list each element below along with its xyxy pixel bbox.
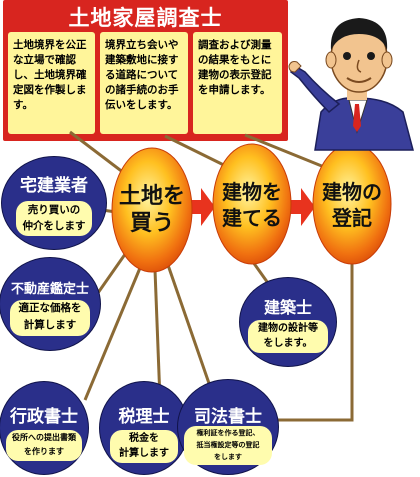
step-label-line: 建物の bbox=[322, 180, 382, 204]
node-desc: 建物の設計等 をします。 bbox=[248, 320, 328, 353]
node-desc: 権利証を作る登記、 抵当権設定等の登記 をします bbox=[184, 426, 272, 465]
diagram-title: 土地家屋調査士 bbox=[68, 6, 223, 30]
connector-line bbox=[153, 269, 162, 401]
step-label-2: 建物を建てる bbox=[213, 173, 291, 237]
node-desc: 売り買いの 仲介をします bbox=[16, 201, 92, 236]
node-title: 行政書士 bbox=[10, 407, 78, 427]
step-label-line: 建てる bbox=[222, 206, 282, 230]
node-desc: 役所への提出書類 を作ります bbox=[6, 430, 82, 461]
node-desc: 税金を 計算します bbox=[110, 430, 178, 463]
node-title: 建築士 bbox=[263, 298, 312, 317]
connector-line bbox=[91, 249, 130, 301]
node-title: 宅建業者 bbox=[20, 176, 88, 196]
node-title: 司法書士 bbox=[194, 407, 262, 427]
header-panel: 土地家屋調査士 土地境界を公正な立場で確認し、土地境界確定図を作製します。 境界… bbox=[3, 0, 288, 141]
node-desc-line: 仲介をします bbox=[22, 220, 86, 232]
step-label-3: 建物の登記 bbox=[313, 173, 391, 237]
node-zeirishi: 税理士 税金を 計算します bbox=[100, 382, 188, 474]
node-desc-line: を作ります bbox=[24, 447, 64, 456]
node-title: 税理士 bbox=[118, 407, 170, 427]
connector-line bbox=[83, 267, 142, 401]
step-label-1: 土地を買う bbox=[112, 178, 192, 242]
node-desc-line: 売り買いの bbox=[27, 204, 81, 216]
node-desc-line: 計算します bbox=[119, 448, 169, 459]
node-desc-line: 適正な価格を bbox=[18, 302, 82, 314]
connector-line bbox=[270, 262, 354, 422]
node-desc-line: 権利証を作る登記、 bbox=[196, 429, 260, 437]
node-shiho: 司法書士 権利証を作る登記、 抵当権設定等の登記 をします bbox=[178, 380, 278, 474]
node-title: 不動産鑑定士 bbox=[10, 282, 89, 297]
step-oval-buy-land bbox=[111, 147, 193, 273]
info-box-1: 土地境界を公正な立場で確認し、土地境界確定図を作製します。 bbox=[8, 32, 95, 134]
surveyor-mascot-icon bbox=[288, 18, 414, 151]
node-desc-line: 計算します bbox=[23, 319, 77, 331]
node-appraiser: 不動産鑑定士 適正な価格を 計算します bbox=[0, 258, 100, 350]
info-box-2: 境界立ち会いや建築敷地に接する道路についての諸手続のお手伝いをします。 bbox=[100, 32, 188, 134]
step-label-line: 登記 bbox=[332, 206, 372, 230]
node-desc-line: 役所への提出書類 bbox=[12, 433, 76, 442]
node-desc-line: 建物の設計等 bbox=[258, 323, 318, 334]
node-desc-line: 税金を bbox=[129, 433, 159, 444]
connector-line bbox=[166, 264, 214, 393]
node-desc: 適正な価格を 計算します bbox=[10, 300, 90, 336]
step-oval-build bbox=[212, 143, 292, 265]
node-desc-line: をします bbox=[214, 453, 242, 461]
arrow-right-icon bbox=[285, 188, 315, 226]
node-desc-line: をします。 bbox=[263, 338, 313, 349]
node-desc-line: 抵当権設定等の登記 bbox=[196, 441, 260, 449]
step-label-line: 建物を bbox=[222, 180, 282, 204]
connector-line bbox=[69, 130, 129, 178]
node-takken: 宅建業者 売り買いの 仲介をします bbox=[2, 157, 106, 249]
step-label-line: 買う bbox=[129, 211, 174, 236]
info-box-3: 調査および測量の結果をもとに建物の表示登記を申請します。 bbox=[193, 32, 282, 134]
node-gyosei: 行政書士 役所への提出書類 を作ります bbox=[0, 382, 88, 474]
step-label-line: 土地を bbox=[118, 184, 185, 209]
connector-lines bbox=[69, 130, 354, 422]
node-kenchikushi: 建築士 建物の設計等 をします。 bbox=[240, 278, 336, 366]
arrow-right-icon bbox=[185, 188, 215, 226]
